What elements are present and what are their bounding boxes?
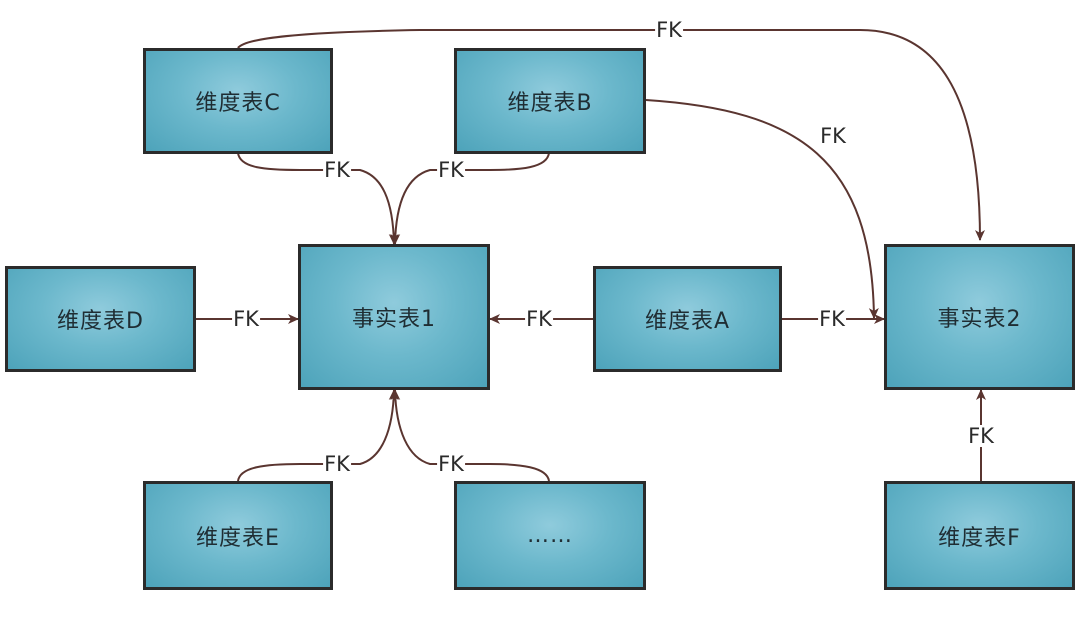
fk-label-a-to-fact2: FK (818, 307, 846, 331)
dimension-table-b-label: 维度表B (507, 91, 593, 116)
fk-label-f-to-fact2: FK (967, 424, 995, 448)
fk-label-c-to-fact1: FK (323, 158, 351, 182)
fact-table-1: 事实表1 (298, 244, 490, 390)
dimension-table-c-label: 维度表C (195, 91, 281, 116)
fk-label-c-to-fact2: FK (655, 18, 683, 42)
more-dimension-tables-label: …… (527, 523, 573, 548)
more-dimension-tables: …… (454, 481, 646, 590)
dimension-table-d: 维度表D (5, 266, 196, 372)
fk-label-a-to-fact1: FK (525, 307, 553, 331)
fact-table-1-label: 事实表1 (352, 307, 436, 332)
dimension-table-d-label: 维度表D (57, 309, 144, 334)
dimension-table-c: 维度表C (143, 48, 333, 154)
fk-label-b-to-fact1: FK (437, 158, 465, 182)
fact-table-2-label: 事实表2 (937, 307, 1022, 332)
connector-more-to-fact1 (390, 389, 550, 482)
connector-e-to-fact1 (237, 389, 399, 482)
fk-label-e-to-fact1: FK (323, 452, 351, 476)
fk-label-d-to-fact1: FK (232, 307, 260, 331)
connector-c-to-fact2 (237, 29, 985, 241)
dimension-table-a-label: 维度表A (644, 309, 731, 334)
fk-label-more-to-fact1: FK (437, 452, 465, 476)
connector-b-to-fact1 (390, 152, 550, 245)
dimension-table-b: 维度表B (454, 48, 646, 154)
dimension-table-f: 维度表F (884, 481, 1075, 590)
connector-c-to-fact1 (237, 152, 399, 245)
dimension-table-e: 维度表E (143, 481, 333, 590)
fact-table-2: 事实表2 (884, 244, 1075, 390)
connector-b-to-fact2 (645, 99, 879, 319)
fk-label-b-to-fact2: FK (819, 124, 847, 148)
dimension-table-f-label: 维度表F (938, 525, 1021, 551)
dimension-table-e-label: 维度表E (196, 525, 280, 551)
dimension-table-a: 维度表A (593, 266, 782, 372)
